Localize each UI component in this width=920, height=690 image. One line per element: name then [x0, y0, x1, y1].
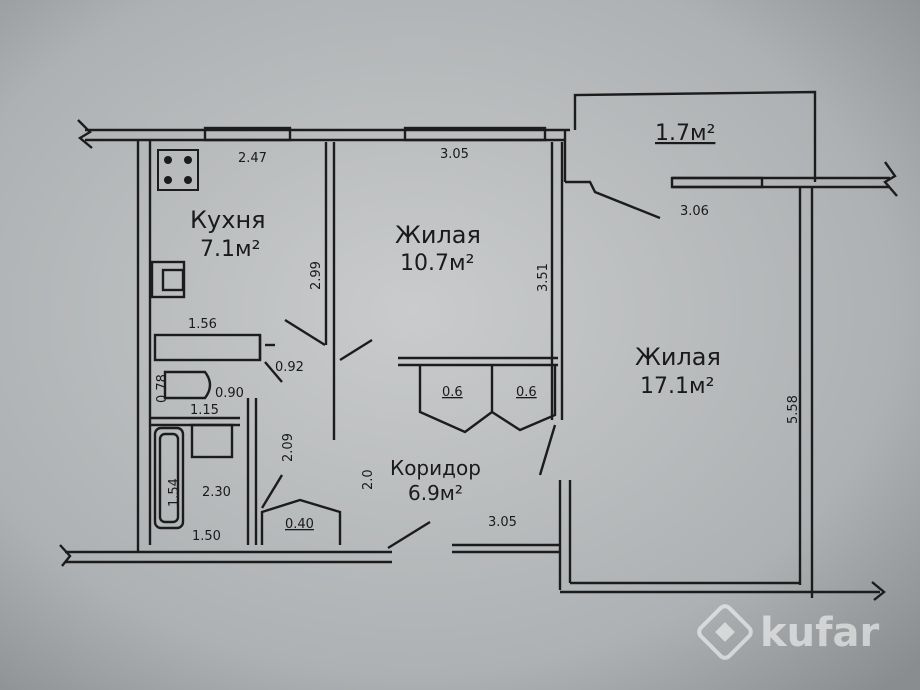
dim-bath-bottom: 1.50 [192, 529, 221, 544]
dim-living-small-width: 3.05 [440, 147, 469, 162]
dim-bath-side: 2.09 [281, 433, 296, 462]
dim-closet-1: 0.6 [442, 385, 463, 400]
kitchen-area: 7.1м² [200, 237, 260, 262]
dim-door-092: 0.92 [275, 360, 304, 375]
dim-living-large-depth: 5.58 [786, 395, 801, 424]
dim-living-large-width-bottom: 3.05 [488, 515, 517, 530]
dim-living-large-width-top: 3.06 [680, 204, 709, 219]
walls [59, 90, 898, 601]
corridor-area: 6.9м² [408, 481, 463, 505]
dim-bath-width: 2.30 [202, 485, 231, 500]
balcony-area: 1.7м² [655, 121, 715, 146]
living-small-area: 10.7м² [400, 251, 474, 276]
dim-wc-width: 1.56 [188, 317, 217, 332]
dim-bath-length: 1.54 [167, 478, 182, 507]
corridor-name: Коридор [390, 456, 481, 480]
living-small-name: Жилая [395, 221, 481, 249]
living-large-name: Жилая [635, 343, 721, 371]
stove-icon [157, 149, 199, 191]
dim-sink: 0.90 [215, 386, 244, 401]
kufar-brand-text: kufar [760, 610, 879, 656]
dim-closet-2: 0.6 [516, 385, 537, 400]
dim-wc-depth: 0.78 [155, 374, 170, 403]
dim-living-small-depth: 3.51 [536, 263, 551, 292]
living-large-area: 17.1м² [640, 374, 714, 399]
dim-basin: 1.15 [190, 403, 219, 418]
dim-niche: 0.40 [285, 517, 314, 532]
dim-corridor-depth: 2.0 [361, 469, 376, 490]
dim-kitchen-depth: 2.99 [309, 261, 324, 290]
dim-kitchen-width: 2.47 [238, 151, 267, 166]
kitchen-name: Кухня [190, 206, 266, 234]
